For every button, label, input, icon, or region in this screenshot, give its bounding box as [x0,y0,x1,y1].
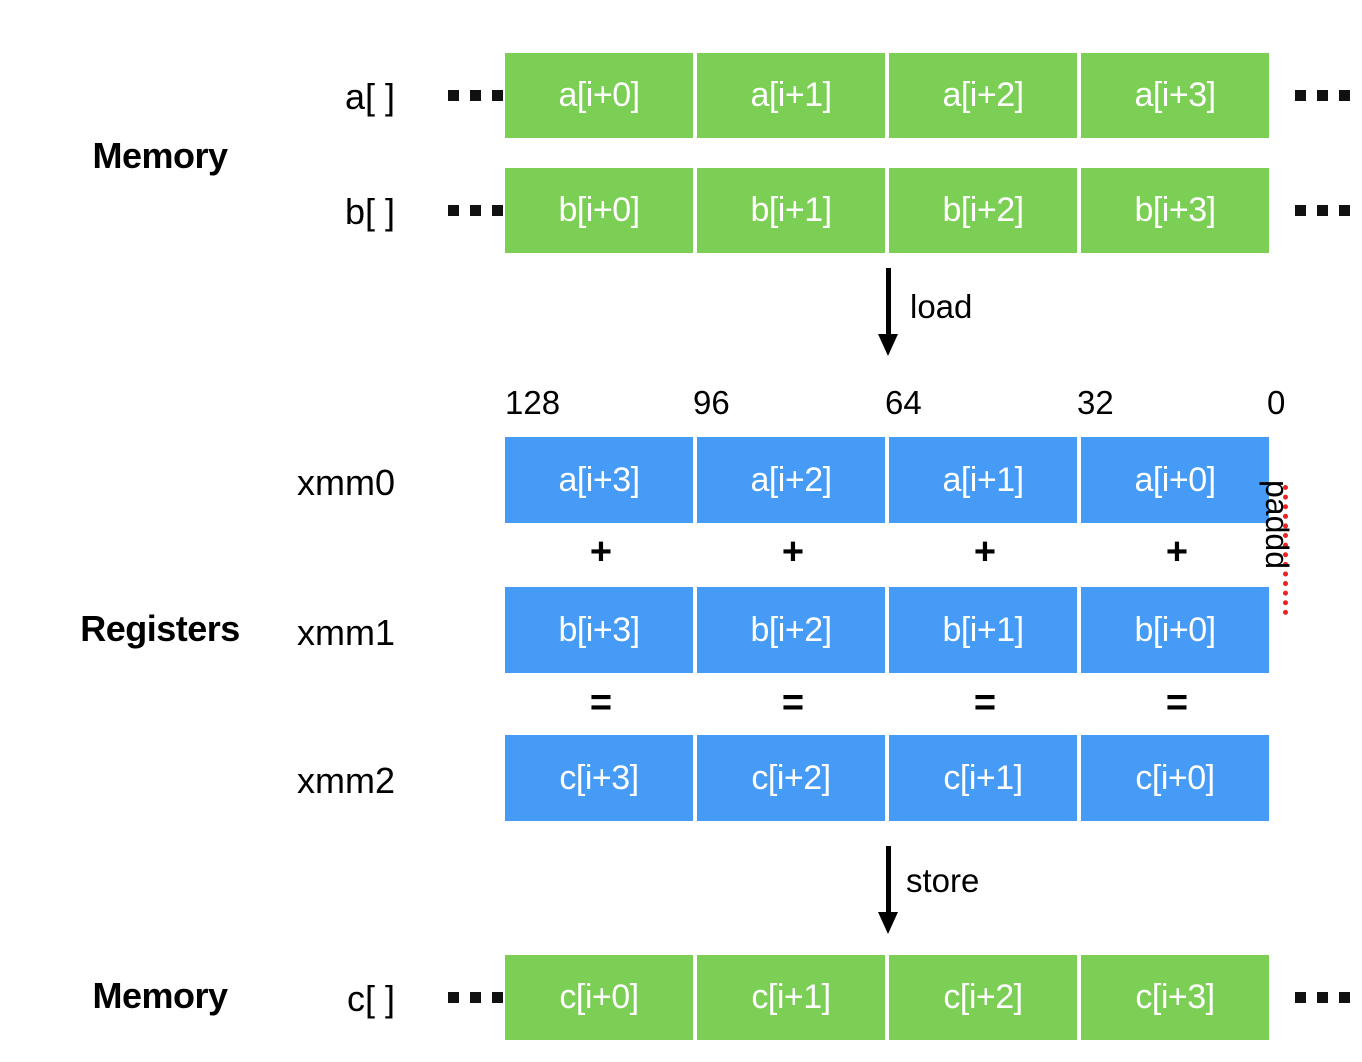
memory-cell-b-1: b[i+1] [697,168,885,253]
memory-cell-c-2: c[i+2] [889,955,1077,1040]
register-cell-xmm2-lane3: c[i+3] [505,735,693,821]
paddd-instruction-label: paddd [1259,480,1295,569]
memory-cell-b-2: b[i+2] [889,168,1077,253]
ellipsis-dot [470,205,481,216]
operator-equals-lane1: = [973,682,997,724]
bit-tick-32: 32 [1077,384,1114,421]
ellipsis-dot [448,992,459,1003]
row-label-xmm0: xmm0 [297,462,395,503]
memory-cell-c-1: c[i+1] [697,955,885,1040]
ellipsis-right-a-array [1295,90,1350,101]
group-label-memory-bottom: Memory [92,975,228,1016]
load-arrow-label: load [910,288,973,325]
memory-row-b-array: b[i+0] b[i+1] b[i+2] b[i+3] [505,168,1269,253]
operator-plus-lane2: + [781,531,805,573]
row-label-b-array: b[ ] [344,191,395,232]
memory-cell-b-0: b[i+0] [505,168,693,253]
operator-row-equals: = = = = [505,684,1273,722]
register-cell-xmm1-lane0: b[i+0] [1081,587,1269,673]
row-label-xmm2: xmm2 [297,760,395,801]
bit-tick-128: 128 [505,384,561,421]
row-label-a-array: a[ ] [344,76,395,117]
ellipsis-dot [492,205,503,216]
ellipsis-dot [470,992,481,1003]
row-label-xmm1: xmm1 [297,612,395,653]
group-label-memory-top: Memory [92,135,228,176]
register-cell-xmm0-lane0: a[i+0] [1081,437,1269,523]
paddd-bracket-line [1283,485,1288,615]
ellipsis-dot [1339,205,1350,216]
memory-cell-a-1: a[i+1] [697,53,885,138]
operator-plus-lane0: + [1165,531,1189,573]
bit-tick-64: 64 [885,384,922,421]
ellipsis-dot [492,90,503,101]
ellipsis-left-b-array [448,205,503,216]
group-label-registers: Registers [80,608,240,649]
ellipsis-left-c-array [448,992,503,1003]
ellipsis-dot [1317,90,1328,101]
memory-row-c-array: c[i+0] c[i+1] c[i+2] c[i+3] [505,955,1269,1040]
row-label-c-array: c[ ] [346,978,395,1019]
ellipsis-left-a-array [448,90,503,101]
operator-plus-lane3: + [589,531,613,573]
register-cell-xmm2-lane1: c[i+1] [889,735,1077,821]
memory-row-a-array: a[i+0] a[i+1] a[i+2] a[i+3] [505,53,1269,138]
ellipsis-dot [1317,992,1328,1003]
ellipsis-dot [448,205,459,216]
memory-cell-a-0: a[i+0] [505,53,693,138]
ellipsis-dot [470,90,481,101]
operator-equals-lane3: = [589,682,613,724]
ellipsis-dot [492,992,503,1003]
bit-position-ruler: 128 96 64 32 0 [505,384,1286,421]
register-row-xmm1: b[i+3] b[i+2] b[i+1] b[i+0] [505,587,1269,673]
operator-equals-lane2: = [781,682,805,724]
ellipsis-right-b-array [1295,205,1350,216]
register-cell-xmm0-lane1: a[i+1] [889,437,1077,523]
operator-equals-lane0: = [1165,682,1189,724]
register-row-xmm2: c[i+3] c[i+2] c[i+1] c[i+0] [505,735,1269,821]
ellipsis-dot [448,90,459,101]
memory-cell-a-2: a[i+2] [889,53,1077,138]
ellipsis-dot [1339,992,1350,1003]
register-cell-xmm1-lane2: b[i+2] [697,587,885,673]
ellipsis-dot [1339,90,1350,101]
operator-row-plus: + + + + [505,533,1273,571]
ellipsis-dot [1295,90,1306,101]
operator-plus-lane1: + [973,531,997,573]
ellipsis-dot [1317,205,1328,216]
register-cell-xmm2-lane2: c[i+2] [697,735,885,821]
register-cell-xmm0-lane2: a[i+2] [697,437,885,523]
ellipsis-dot [1295,205,1306,216]
register-row-xmm0: a[i+3] a[i+2] a[i+1] a[i+0] [505,437,1269,523]
ellipsis-right-c-array [1295,992,1350,1003]
register-cell-xmm1-lane1: b[i+1] [889,587,1077,673]
memory-cell-b-3: b[i+3] [1081,168,1269,253]
register-cell-xmm1-lane3: b[i+3] [505,587,693,673]
memory-cell-c-3: c[i+3] [1081,955,1269,1040]
memory-cell-a-3: a[i+3] [1081,53,1269,138]
ellipsis-dot [1295,992,1306,1003]
memory-cell-c-0: c[i+0] [505,955,693,1040]
register-cell-xmm2-lane0: c[i+0] [1081,735,1269,821]
register-cell-xmm0-lane3: a[i+3] [505,437,693,523]
store-arrow-label: store [906,862,980,899]
bit-tick-96: 96 [693,384,730,421]
